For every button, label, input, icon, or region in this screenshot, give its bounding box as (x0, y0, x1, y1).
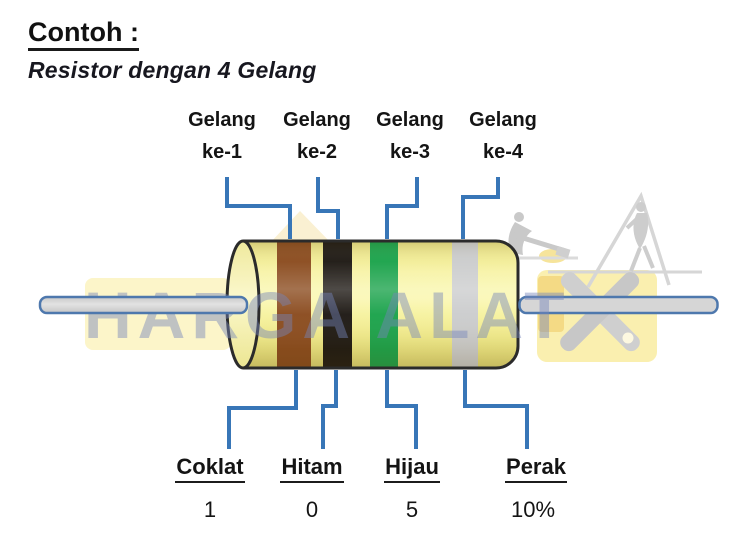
pointer-top-3 (385, 177, 419, 239)
pointer-bottom-1 (227, 370, 298, 449)
band-label-line: Gelang (188, 109, 256, 131)
band-label-line: ke-3 (389, 141, 431, 163)
band-label-line: ke-1 (201, 141, 243, 163)
cylinder-shading (243, 241, 518, 368)
band-value-2: 0 (305, 497, 319, 522)
worker-silhouette-icon (505, 212, 571, 263)
band-color-name-text: Hitam (280, 454, 344, 483)
band-color-name-1: Coklat (150, 454, 270, 483)
pointer-bottom-3 (385, 370, 418, 449)
pointer-top-4 (461, 177, 500, 239)
pointer-top-1 (225, 177, 292, 239)
band-color-name-text: Perak (505, 454, 567, 483)
right-lead-wire (518, 295, 719, 315)
band-label-top-3: Gelang ke-3 (365, 104, 455, 168)
band-color-name-4: Perak (476, 454, 596, 483)
band-value-4: 10% (510, 497, 556, 522)
watermark-roof-shape (270, 211, 331, 243)
pointer-top-2 (316, 177, 340, 239)
climber-silhouette-icon (586, 191, 671, 288)
band-label-top-1: Gelang ke-1 (177, 104, 267, 168)
watermark-text: HARGA ALAT (84, 278, 571, 352)
band-label-line: ke-4 (482, 141, 524, 163)
band-label-line: Gelang (376, 109, 444, 131)
pointer-bottom-4 (463, 370, 529, 449)
band-color-name-3: Hijau (352, 454, 472, 483)
page-subtitle: Resistor dengan 4 Gelang (28, 57, 317, 83)
band-value-3: 5 (405, 497, 419, 522)
band-label-line: Gelang (283, 109, 351, 131)
resistor-body-outline (243, 239, 520, 370)
band-color-name-text: Coklat (175, 454, 245, 483)
pointer-bottom-2 (321, 370, 338, 449)
band-color-name-2: Hitam (252, 454, 372, 483)
left-lead-wire (38, 295, 249, 315)
band-label-top-2: Gelang ke-2 (272, 104, 362, 168)
band-value-1: 1 (203, 497, 217, 522)
band-label-line: ke-2 (296, 141, 338, 163)
band-label-line: Gelang (469, 109, 537, 131)
band-label-top-4: Gelang ke-4 (458, 104, 548, 168)
band-color-name-text: Hijau (384, 454, 440, 483)
page-title: Contoh : (28, 18, 139, 52)
